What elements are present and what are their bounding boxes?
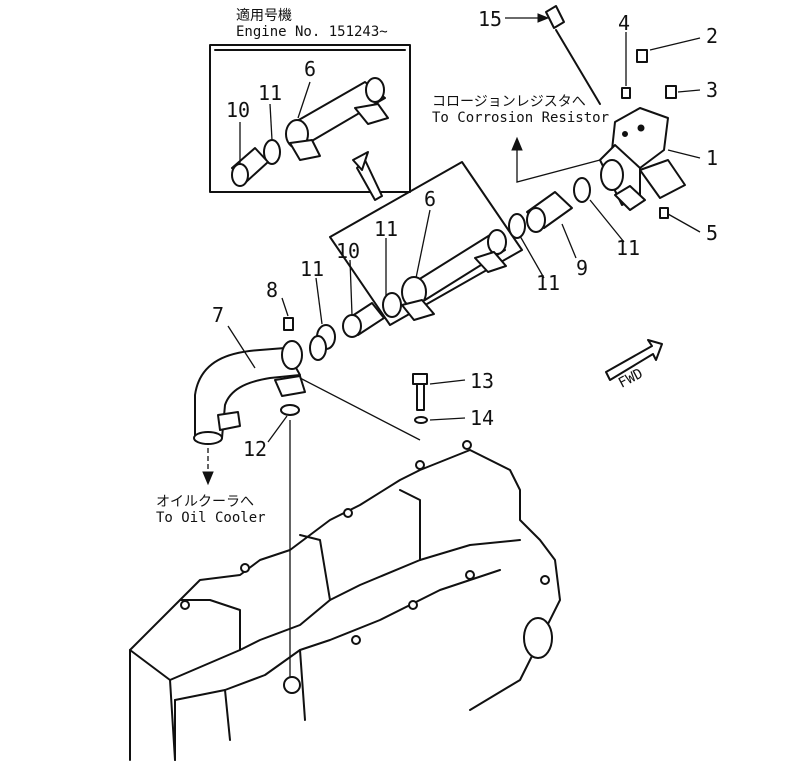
- right-seal-ring-11b: [573, 177, 591, 203]
- inset-sleeve-10: [231, 147, 269, 187]
- washer-12: [280, 404, 300, 416]
- plug-2: [636, 49, 648, 63]
- callout-11-top: 11: [258, 81, 282, 105]
- fwd-arrow: [605, 339, 663, 381]
- callout-11-right1: 11: [616, 236, 640, 260]
- callout-8: 8: [266, 278, 278, 302]
- corrosion-note-en: To Corrosion Resistor: [432, 110, 609, 126]
- callout-1: 1: [706, 146, 718, 170]
- inset-pointer-arrow: [352, 151, 383, 201]
- callout-15: 15: [478, 7, 502, 31]
- cylinder-head-block: [129, 377, 561, 761]
- engine-note-jp: 適用号機: [236, 7, 292, 24]
- engine-note-en: Engine No. 151243~: [236, 24, 388, 40]
- leader-lines: [227, 13, 701, 443]
- right-seal-ring-11a: [508, 213, 526, 239]
- callout-12: 12: [243, 437, 267, 461]
- callout-10-top: 10: [226, 98, 250, 122]
- middle-seal-ring-11a: [382, 292, 402, 318]
- callout-9: 9: [576, 256, 588, 280]
- callout-4: 4: [618, 11, 630, 35]
- elbow-pipe-7: [193, 335, 327, 445]
- plug-3: [665, 85, 677, 99]
- fitting-15: [545, 5, 601, 105]
- callout-11-right2: 11: [536, 271, 560, 295]
- middle-pipe-6: [401, 229, 507, 321]
- washer-14: [414, 416, 428, 424]
- housing-1: [599, 107, 686, 211]
- plug-8: [283, 317, 294, 331]
- callout-2: 2: [706, 24, 718, 48]
- bolt-13: [412, 373, 428, 411]
- corrosion-arrow: [511, 136, 601, 183]
- callout-6-top: 6: [304, 57, 316, 81]
- inset-pipe-6: [285, 77, 389, 161]
- corrosion-note-jp: コロージョンレジスタへ: [432, 94, 586, 110]
- plug-4: [621, 87, 631, 99]
- callout-5: 5: [706, 221, 718, 245]
- callout-7: 7: [212, 303, 224, 327]
- callout-11-left: 11: [300, 257, 324, 281]
- oil-note-en: To Oil Cooler: [156, 510, 266, 526]
- callout-11-mid1: 11: [374, 217, 398, 241]
- oil-note-jp: オイルクーラへ: [156, 494, 254, 510]
- callout-3: 3: [706, 78, 718, 102]
- plug-5: [659, 207, 669, 219]
- middle-group-frame: [329, 161, 523, 326]
- callout-10-mid: 10: [336, 239, 360, 263]
- callout-14: 14: [470, 406, 494, 430]
- callout-13: 13: [470, 369, 494, 393]
- right-sleeve-9: [526, 191, 573, 233]
- oil-cooler-arrow: [202, 448, 214, 486]
- callout-6-mid: 6: [424, 187, 436, 211]
